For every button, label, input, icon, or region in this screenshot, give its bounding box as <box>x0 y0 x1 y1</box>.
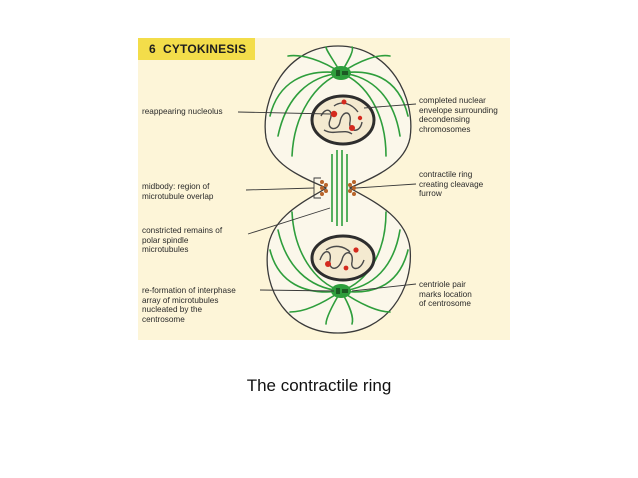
stage-number: 6 <box>149 42 156 56</box>
label-reappearing-nucleolus: reappearing nucleolus <box>142 107 223 116</box>
leader-lines <box>237 103 417 292</box>
top-nucleus <box>310 94 376 146</box>
label-constricted-remains: constricted remains of polar spindle mic… <box>142 226 223 255</box>
stage-title-bar: 6 CYTOKINESIS <box>138 38 255 60</box>
cell-diagram <box>237 45 417 334</box>
label-contractile-ring: contractile ring creating cleavage furro… <box>419 170 484 199</box>
bottom-centrosome <box>331 284 351 298</box>
contractile-ring <box>320 180 356 196</box>
cytokinesis-figure: 6 CYTOKINESIS <box>138 38 510 340</box>
stage-title: 6 CYTOKINESIS <box>149 42 246 56</box>
label-centriole-pair: centriole pair marks location of centros… <box>419 280 472 309</box>
bottom-nucleus <box>310 234 376 282</box>
label-completed-nuclear-envelope: completed nuclear envelope surrounding d… <box>419 96 498 134</box>
midbody-bundle <box>331 150 348 226</box>
label-midbody: midbody: region of microtubule overlap <box>142 182 214 201</box>
stage-title-text: CYTOKINESIS <box>162 42 247 56</box>
slide-caption: The contractile ring <box>246 376 392 395</box>
label-reformation: re-formation of interphase array of micr… <box>142 286 236 324</box>
top-centrosome <box>331 66 351 80</box>
